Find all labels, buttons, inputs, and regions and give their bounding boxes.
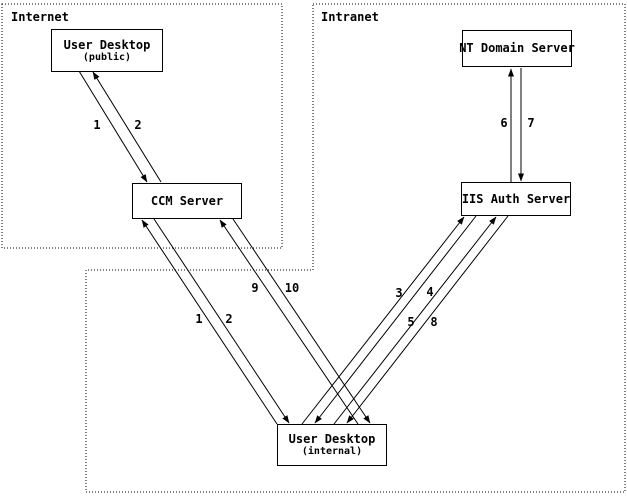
edge-line-3-step-2 [153, 218, 290, 424]
region-label-internet: Internet [11, 10, 69, 24]
edge-line-4-step-9 [219, 219, 359, 425]
region-label-intranet: Intranet [321, 10, 379, 24]
edge-label-9-step-8: 8 [430, 315, 438, 329]
edge-label-11-step-7: 7 [527, 116, 535, 130]
edge-line-1-step-2 [92, 71, 162, 183]
node-iis-auth-server: IIS Auth Server [461, 182, 571, 216]
edge-line-2-step-1 [141, 219, 278, 425]
edge-line-8-step-5 [333, 216, 497, 425]
node-user-desktop-public: User Desktop(public) [51, 29, 163, 72]
node-title-iis-auth-server: IIS Auth Server [461, 191, 571, 206]
node-ccm-server: CCM Server [132, 183, 242, 219]
edge-label-1-step-2: 2 [134, 118, 142, 132]
edge-label-5-step-10: 10 [284, 281, 300, 295]
node-title-user-desktop-internal: User Desktop [288, 432, 376, 446]
node-title-ccm-server: CCM Server [150, 193, 224, 208]
edge-label-4-step-9: 9 [251, 281, 259, 295]
edge-line-7-step-4 [314, 215, 477, 424]
node-user-desktop-internal: User Desktop(internal) [277, 424, 387, 466]
edge-line-9-step-8 [346, 215, 509, 424]
edge-label-3-step-2: 2 [225, 312, 233, 326]
edge-label-2-step-1: 1 [195, 312, 203, 326]
edge-label-7-step-4: 4 [426, 285, 434, 299]
edge-label-6-step-3: 3 [395, 286, 403, 300]
edge-label-8-step-5: 5 [407, 315, 415, 329]
node-title-user-desktop-public: User Desktop [63, 37, 151, 52]
edge-label-0-step-1: 1 [93, 118, 101, 132]
node-subtitle-user-desktop-public: (public) [82, 51, 132, 63]
edge-line-0-step-1 [78, 70, 148, 183]
edge-label-10-step-6: 6 [500, 116, 508, 130]
node-subtitle-user-desktop-internal: (internal) [301, 446, 363, 457]
edge-line-5-step-10 [232, 218, 371, 424]
node-nt-domain-server: NT Domain Server [459, 30, 575, 67]
region-border-intranet [85, 3, 626, 493]
region-border-internet [1, 3, 283, 249]
node-title-nt-domain-server: NT Domain Server [459, 41, 575, 55]
edge-line-6-step-3 [301, 216, 465, 425]
